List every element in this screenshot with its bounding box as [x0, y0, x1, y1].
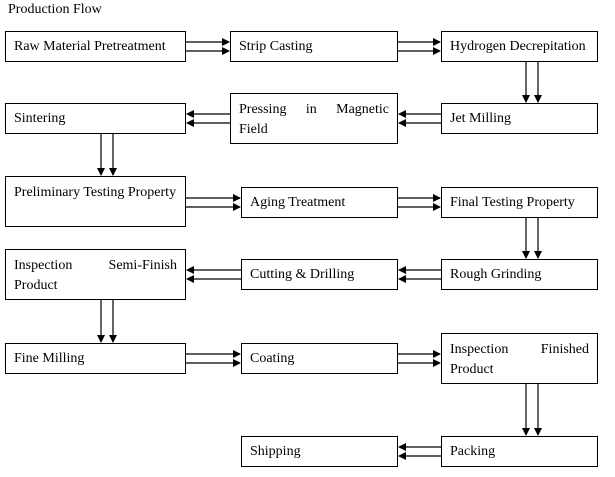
step-inspection-finished-product: Inspection Finished Product — [441, 333, 598, 384]
step-raw-material-pretreatment: Raw Material Pretreatment — [5, 31, 186, 62]
arrow-rough-to-cutting — [398, 266, 441, 283]
step-aging-treatment: Aging Treatment — [241, 187, 398, 218]
arrow-raw-to-strip — [186, 38, 230, 55]
arrow-aging-to-final — [398, 194, 441, 211]
step-final-testing-property: Final Testing Property — [441, 187, 598, 218]
arrow-inspection-semi-to-fine — [97, 300, 117, 343]
step-hydrogen-decrepitation: Hydrogen Decrepitation — [441, 31, 598, 62]
step-pressing-in-magnetic-field: Pressing in Magnetic Field — [230, 93, 398, 144]
diagram-title: Production Flow — [8, 2, 102, 17]
arrow-sintering-to-preliminary — [97, 134, 117, 176]
step-preliminary-testing-property: Preliminary Testing Property — [5, 176, 186, 227]
arrow-preliminary-to-aging — [186, 194, 241, 211]
step-cutting-drilling: Cutting & Drilling — [241, 259, 398, 290]
step-packing: Packing — [441, 436, 598, 467]
step-strip-casting: Strip Casting — [230, 31, 398, 62]
arrow-hydrogen-to-jet — [522, 62, 542, 103]
step-sintering: Sintering — [5, 103, 186, 134]
step-coating: Coating — [241, 343, 398, 374]
arrow-jet-to-pressing — [398, 110, 441, 127]
step-fine-milling: Fine Milling — [5, 343, 186, 374]
arrow-cutting-to-inspection-semi — [186, 266, 241, 283]
arrow-pressing-to-sintering — [186, 110, 230, 127]
step-inspection-semi-finish-product: Inspection Semi-Finish Product — [5, 249, 186, 300]
step-shipping: Shipping — [241, 436, 398, 467]
arrow-packing-to-shipping — [398, 443, 441, 460]
arrow-final-to-rough — [522, 218, 542, 259]
step-rough-grinding: Rough Grinding — [441, 259, 598, 290]
arrow-strip-to-hydrogen — [398, 38, 441, 55]
arrow-inspection-finished-to-packing — [522, 384, 542, 436]
arrow-fine-to-coating — [186, 350, 241, 367]
step-jet-milling: Jet Milling — [441, 103, 598, 134]
arrow-coating-to-inspection-finished — [398, 350, 441, 367]
